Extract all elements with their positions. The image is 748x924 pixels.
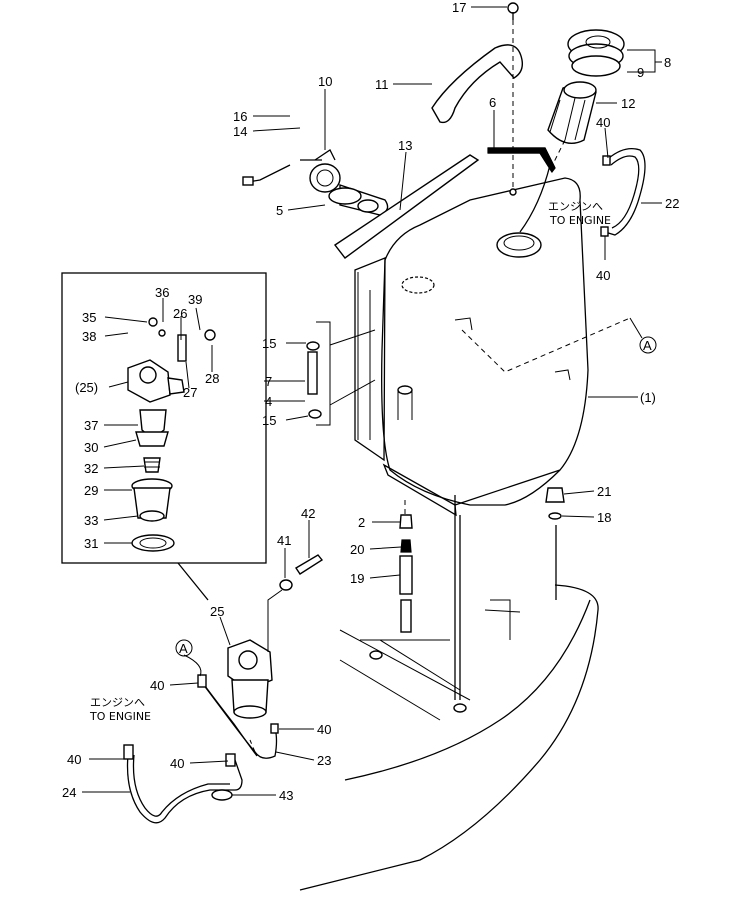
label-20: 20 xyxy=(350,542,364,557)
label-7: 7 xyxy=(265,374,272,389)
label-22: 22 xyxy=(665,196,679,211)
label-1: (1) xyxy=(640,390,656,405)
label-25-ref: (25) xyxy=(75,380,98,395)
label-11: 11 xyxy=(375,77,389,92)
note-engine-en-top: TO ENGINE xyxy=(549,214,611,227)
label-41: 41 xyxy=(277,533,291,548)
callout-a-tank: A xyxy=(643,338,652,353)
label-14: 14 xyxy=(233,124,247,139)
label-27: 27 xyxy=(183,385,197,400)
label-12: 12 xyxy=(621,96,635,111)
label-18: 18 xyxy=(597,510,611,525)
label-15-bottom: 15 xyxy=(262,413,276,428)
label-43: 43 xyxy=(279,788,293,803)
leader-lines xyxy=(82,6,662,796)
label-40-top: 40 xyxy=(596,115,610,130)
label-8: 8 xyxy=(664,55,671,70)
tank-top-parts xyxy=(431,2,625,233)
label-40-filter-in: 40 xyxy=(150,678,164,693)
label-42: 42 xyxy=(301,506,315,521)
note-engine-jp-bottom: エンジンへ xyxy=(90,696,145,709)
label-4: 4 xyxy=(265,394,272,409)
label-24: 24 xyxy=(62,785,76,800)
sending-unit xyxy=(242,149,480,259)
label-40-filter-out: 40 xyxy=(317,722,331,737)
label-26: 26 xyxy=(173,306,187,321)
label-6: 6 xyxy=(489,95,496,110)
label-28: 28 xyxy=(205,371,219,386)
label-10: 10 xyxy=(318,74,332,89)
note-engine-en-bottom: TO ENGINE xyxy=(89,710,151,723)
label-36: 36 xyxy=(155,285,169,300)
fuel-tank xyxy=(354,177,631,700)
label-15-top: 15 xyxy=(262,336,276,351)
label-40-lower: 40 xyxy=(170,756,184,771)
label-21: 21 xyxy=(597,484,611,499)
label-40-engine: 40 xyxy=(67,752,81,767)
note-engine-jp-top: エンジンへ xyxy=(548,200,603,213)
label-35: 35 xyxy=(82,310,96,325)
label-2: 2 xyxy=(358,515,365,530)
label-32: 32 xyxy=(84,461,98,476)
machine-body xyxy=(299,495,599,891)
label-19: 19 xyxy=(350,571,364,586)
drain-parts xyxy=(399,487,565,633)
label-25: 25 xyxy=(210,604,224,619)
label-9: 9 xyxy=(637,65,644,80)
callout-a-filter: A xyxy=(179,641,188,656)
label-5: 5 xyxy=(276,203,283,218)
label-17: 17 xyxy=(452,0,466,15)
label-39: 39 xyxy=(188,292,202,307)
label-40-right: 40 xyxy=(596,268,610,283)
label-16: 16 xyxy=(233,109,247,124)
part-labels: 17 8 9 11 10 12 6 16 14 40 13 5 22 40 A … xyxy=(62,0,679,803)
filter-inset xyxy=(61,272,267,601)
filter-assembly-25 xyxy=(123,554,324,824)
label-13: 13 xyxy=(398,138,412,153)
level-gauge xyxy=(306,321,376,426)
label-29: 29 xyxy=(84,483,98,498)
label-30: 30 xyxy=(84,440,98,455)
label-37: 37 xyxy=(84,418,98,433)
label-33: 33 xyxy=(84,513,98,528)
label-38: 38 xyxy=(82,329,96,344)
label-23: 23 xyxy=(317,753,331,768)
label-31: 31 xyxy=(84,536,98,551)
engine-notes: エンジンへ TO ENGINE エンジンへ TO ENGINE xyxy=(89,200,611,723)
